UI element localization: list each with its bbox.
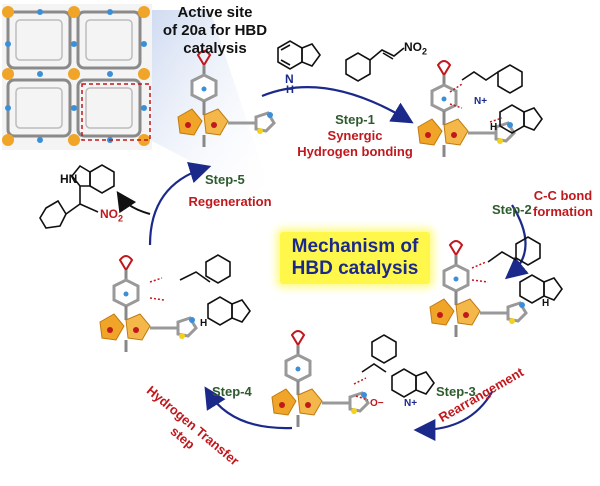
zoom-beam [148, 10, 275, 205]
step-1-desc-line-1: Synergic [327, 128, 383, 143]
indole-nh-label: N [285, 72, 294, 86]
mechanism-title-line-2: HBD catalysis [291, 258, 419, 279]
sulfur-atom [257, 128, 263, 134]
indole-molecule [277, 40, 321, 70]
product-molecule [39, 164, 115, 229]
step-4-label: Step-4 [212, 384, 252, 399]
epoxide-loop [196, 50, 212, 67]
step-2-desc-line-1: C-C bond [533, 188, 593, 203]
step2-h-label: H [542, 298, 550, 309]
catalyst-structure-1 [177, 50, 276, 147]
metal-cluster [271, 388, 297, 416]
nitro-subscript: 2 [422, 46, 428, 57]
mechanism-title-line-1: Mechanism of [291, 236, 419, 257]
cycle-arrows [148, 86, 529, 441]
step1-h-label: H [490, 122, 498, 133]
metal-cluster [443, 118, 469, 146]
arrow-step-5 [148, 162, 212, 246]
metal-cluster [417, 118, 443, 146]
sulfur-atom [179, 333, 185, 339]
oxygen-atom [305, 402, 311, 408]
active-site-line-3: catalysis [183, 40, 247, 57]
product-hn-label: HN [60, 172, 78, 186]
arrow-step-4 [204, 386, 293, 430]
nitrostyrene-molecule [345, 47, 405, 82]
active-site-line-1: Active site [177, 4, 253, 21]
metal-cluster [203, 108, 229, 136]
sulfur-atom [351, 408, 357, 414]
catalyst-structure-3 [429, 240, 528, 337]
step-2-description: C-C bond formation [528, 188, 598, 220]
oxygen-atom [425, 132, 431, 138]
metal-cluster [429, 298, 455, 326]
nitrogen-atom [267, 112, 273, 118]
nitrogen-atom [441, 96, 447, 102]
step3-o-minus-label: O− [370, 398, 384, 409]
product-release-arrow [116, 191, 151, 215]
catalyst-structure-4 [271, 330, 370, 427]
metal-cluster [455, 298, 481, 326]
step-5-description: Regeneration [188, 194, 272, 209]
catalyst-structure-5 [99, 255, 198, 352]
arrow-step-2 [504, 204, 529, 280]
oxygen-atom [451, 132, 457, 138]
sulfur-atom [509, 318, 515, 324]
step3-n-plus-label: N+ [404, 398, 418, 409]
nitrogen-atom [201, 86, 207, 92]
intermediate-substrates [179, 64, 563, 398]
mechanism-title-box: Mechanism of HBD catalysis [280, 232, 430, 284]
indole-h-text: H [286, 84, 294, 96]
highlight-box [81, 83, 151, 141]
oxygen-atom [133, 327, 139, 333]
nitrogen-atom [295, 366, 301, 372]
nitro-group-label: NO2 [404, 40, 427, 56]
nitro-text: NO [404, 40, 422, 54]
nitrogen-atom [123, 291, 129, 297]
epoxide-loop [118, 255, 134, 272]
arrow-step-1 [261, 86, 414, 124]
step-1-label: Step-1 [335, 112, 375, 127]
active-site-line-2: of 20a for HBD [162, 22, 268, 39]
mof-crystal-image [2, 4, 152, 150]
epoxide-loop [448, 240, 464, 257]
oxygen-atom [185, 122, 191, 128]
step-1-description: Synergic Hydrogen bonding [285, 128, 425, 160]
oxygen-atom [279, 402, 285, 408]
oxygen-atom [107, 327, 113, 333]
nitrogen-atom [189, 317, 195, 323]
hydrogen-bond-lines [149, 83, 503, 401]
nitrogen-atom [453, 276, 459, 282]
product-nitro-label: NO2 [100, 207, 123, 223]
step4-h-label: H [200, 318, 208, 329]
epoxide-loop [290, 330, 306, 347]
catalyst-structure-2 [417, 60, 516, 157]
product-nitro-subscript: 2 [118, 213, 124, 224]
step-3-label: Step-3 [436, 384, 476, 399]
metal-cluster [99, 313, 125, 341]
product-nitro-text: NO [100, 207, 118, 221]
metal-cluster [177, 108, 203, 136]
metal-cluster [125, 313, 151, 341]
step-1-desc-line-2: Hydrogen bonding [297, 144, 413, 159]
oxygen-atom [211, 122, 217, 128]
indole-n-text: N [285, 72, 294, 86]
metal-cluster [297, 388, 323, 416]
oxygen-atom [463, 312, 469, 318]
mechanism-diagram [2, 4, 563, 441]
step-5-label: Step-5 [205, 172, 245, 187]
active-site-label: Active site of 20a for HBD catalysis [150, 4, 280, 58]
step1-n-plus-label: N+ [474, 96, 488, 107]
step-2-label: Step-2 [492, 202, 532, 217]
sulfur-atom [497, 138, 503, 144]
oxygen-atom [437, 312, 443, 318]
step-2-desc-line-2: formation [533, 204, 593, 219]
arrow-step-3 [413, 391, 493, 441]
nitrogen-atom [361, 392, 367, 398]
epoxide-loop [436, 60, 452, 77]
nitrogen-atom [507, 122, 513, 128]
nitrogen-atom [519, 302, 525, 308]
